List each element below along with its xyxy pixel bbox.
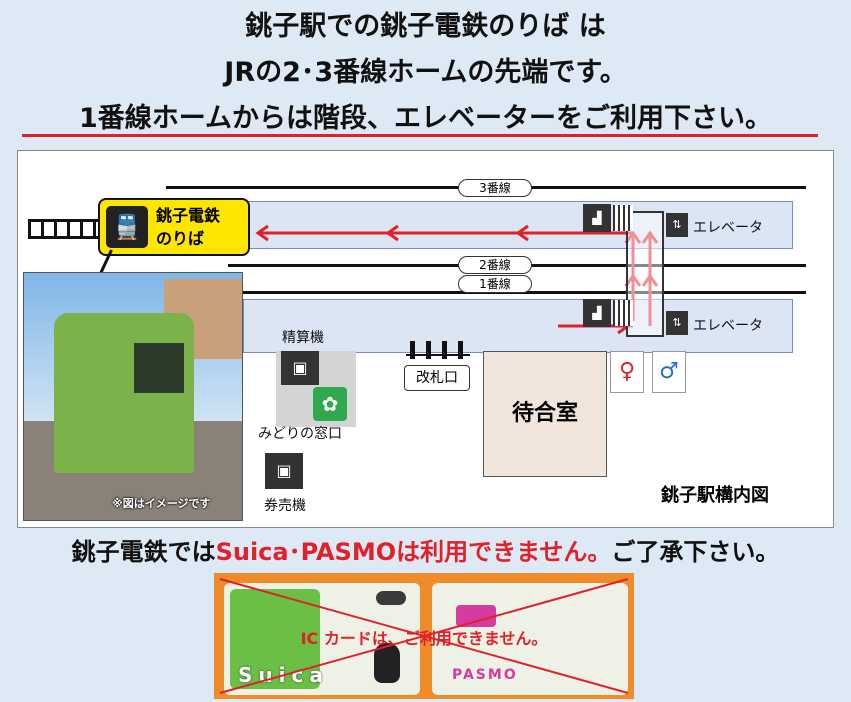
choshi-track [28,219,98,239]
platform-lower [243,299,793,353]
photo-caption: ※図はイメージです [112,497,211,510]
stairs-icon-upper: ▟ [583,204,611,232]
notice-suffix: ご了承下さい。 [611,538,780,566]
choshi-platform-label: 銚子電鉄 のりば [156,206,221,248]
ticket-machine-label: 券売機 [264,498,306,514]
choshi-platform-sign: 🚆 銚子電鉄 のりば [98,198,250,256]
pasmo-card: PASMO [432,583,628,695]
stairs-icon-lower: ▟ [583,299,611,327]
station-map: 3番線 2番線 1番線 🚆 銚子電鉄 のりば ▟ ▟ [17,150,834,528]
no-ic-cross [219,578,629,694]
suica-card: Suica [224,583,420,695]
fare-adjust-machine-icon: ▣ [281,351,319,385]
map-title: 銚子駅構内図 [661,485,769,506]
stairs-treads-upper [613,205,633,231]
photo-train-car [54,313,194,473]
suica-chip-icon [376,591,406,605]
midori-label: みどりの窓口 [258,426,342,442]
gate-baseline [406,354,470,356]
midori-icon: ✿ [313,387,347,421]
ic-card-panel: Suica PASMO IC カードは、ご利用できません。 [214,573,634,699]
notice-highlight: Suica･PASMOは利用できません。 [215,538,612,566]
train-photo: ※図はイメージです [23,272,243,521]
restroom-men-icon: ♂ [652,351,686,393]
pasmo-train-icon [456,605,496,627]
track-3-label: 3番線 [458,179,532,197]
platform-upper [243,201,793,249]
track-1-label: 1番線 [458,275,532,293]
suica-green-band [230,589,320,689]
photo-train-window [134,343,184,393]
elevator-label-upper: エレベータ [693,220,763,236]
elevator-icon-upper: ⇅ [666,213,688,237]
fare-adjust-label: 精算機 [282,330,324,346]
notice-prefix: 銚子電鉄では [71,538,216,566]
waiting-room: 待合室 [483,351,607,477]
restroom-women-icon: ♀ [610,351,644,393]
elevator-icon-lower: ⇅ [666,311,688,335]
train-icon: 🚆 [106,206,148,248]
elevator-label-lower: エレベータ [693,318,763,334]
suica-pasmo-notice: 銚子電鉄ではSuica･PASMOは利用できません。ご了承下さい。 [0,536,851,568]
headline-line3: 1番線ホームからは階段、エレベーターをご利用下さい。 [79,103,772,134]
stairs-treads-lower [613,300,633,326]
ic-not-accepted-text: IC カードは、ご利用できません。 [300,629,548,648]
headline-line2: JRの2･3番線ホームの先端です。 [224,57,627,88]
ticket-machine-icon: ▣ [265,453,303,489]
gate-posts [410,341,470,359]
gate-label: 改札口 [404,365,470,391]
headline-line1: 銚子駅での銚子電鉄のりば は [245,11,606,42]
track-2-label: 2番線 [458,256,532,274]
headline-underline [22,134,818,137]
pasmo-logo: PASMO [452,667,518,683]
